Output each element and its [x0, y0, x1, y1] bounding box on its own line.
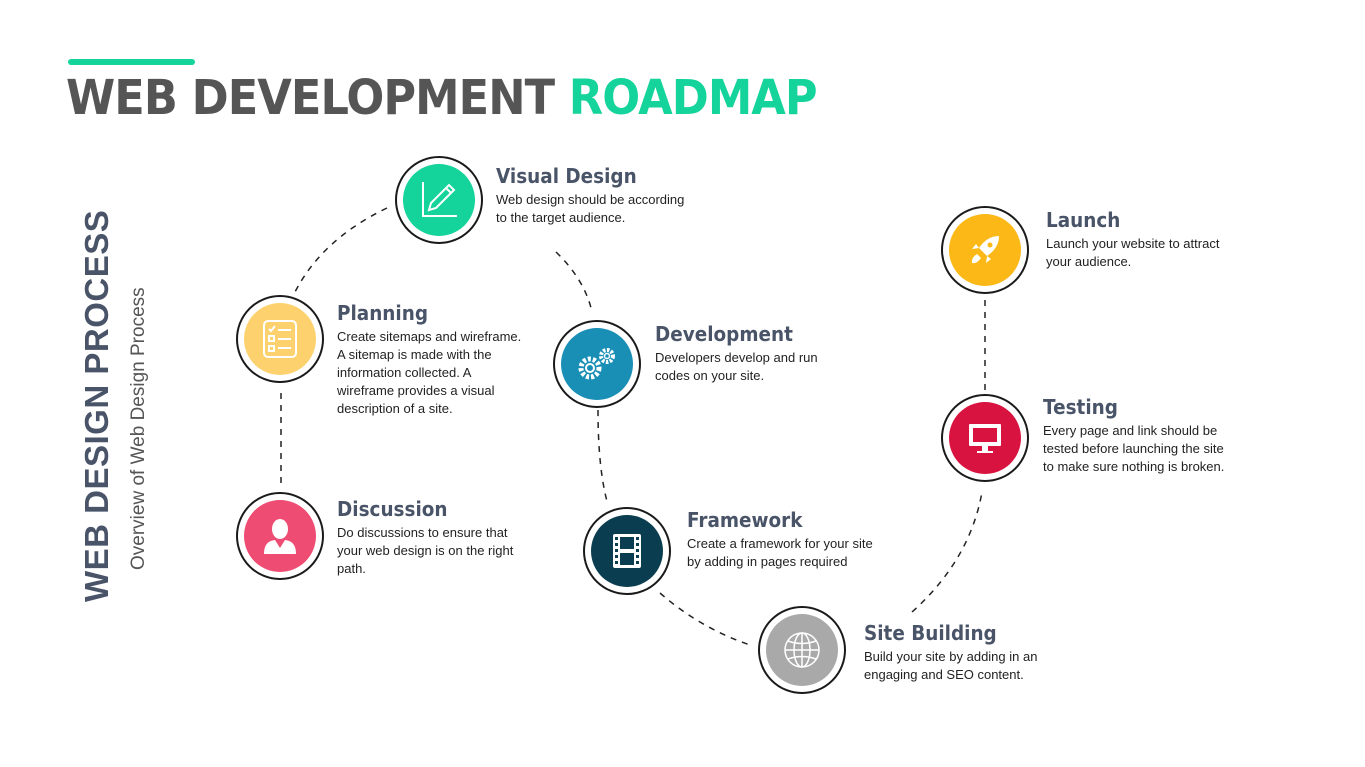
- step-node-launch: [941, 206, 1029, 294]
- step-planning: Planning Create sitemaps and wireframe. …: [337, 302, 521, 418]
- step-node-visual-design: [395, 156, 483, 244]
- step-description: Create a framework for your site by addi…: [687, 536, 873, 569]
- title-part-2: ROADMAP: [568, 70, 818, 126]
- step-testing: Testing Every page and link should be te…: [1043, 396, 1224, 476]
- step-description: Launch your website to attract your audi…: [1046, 236, 1220, 269]
- connector-framework-sitebuilding: [659, 592, 751, 646]
- step-title: Launch: [1046, 208, 1121, 232]
- step-node-development: [553, 320, 641, 408]
- step-title: Visual Design: [496, 164, 637, 188]
- step-launch: Launch Launch your website to attract yo…: [1046, 209, 1219, 271]
- step-title: Development: [655, 322, 793, 346]
- step-description: Do discussions to ensure that your web d…: [337, 525, 514, 576]
- step-title: Site Building: [864, 621, 997, 645]
- connector-sitebuilding-testing: [911, 491, 983, 613]
- step-node-site-building: [758, 606, 846, 694]
- step-description: Build your site by adding in an engaging…: [864, 649, 1038, 682]
- rocket-icon: [971, 236, 999, 264]
- connector-development-framework: [597, 409, 609, 506]
- pencil-chart-icon: [422, 182, 457, 217]
- step-description: Web design should be according to the ta…: [496, 192, 685, 225]
- step-description: Create sitemaps and wireframe. A sitemap…: [337, 329, 522, 416]
- step-discussion: Discussion Do discussions to ensure that…: [337, 498, 513, 578]
- page-title: WEB DEVELOPMENT ROADMAP: [66, 70, 818, 126]
- monitor-icon: [969, 424, 1001, 453]
- step-title: Framework: [687, 508, 803, 532]
- step-description: Every page and link should be tested bef…: [1043, 423, 1225, 474]
- step-framework: Framework Create a framework for your si…: [687, 509, 873, 571]
- film-icon: [613, 534, 641, 568]
- person-icon: [264, 519, 296, 554]
- step-title: Discussion: [337, 497, 448, 521]
- step-development: Development Developers develop and run c…: [655, 323, 818, 385]
- step-site-building: Site Building Build your site by adding …: [864, 622, 1037, 684]
- step-node-framework: [583, 507, 671, 595]
- step-node-discussion: [236, 492, 324, 580]
- step-visual-design: Visual Design Web design should be accor…: [496, 165, 684, 227]
- step-title: Testing: [1043, 395, 1118, 419]
- accent-bar: [68, 59, 195, 65]
- globe-icon: [784, 632, 820, 668]
- connector-visual-planning: [292, 207, 388, 297]
- checklist-icon: [263, 320, 297, 358]
- step-node-testing: [941, 394, 1029, 482]
- gears-icon: [578, 348, 615, 380]
- connector-visual-development: [555, 251, 593, 313]
- step-title: Planning: [337, 301, 428, 325]
- step-description: Developers develop and run codes on your…: [655, 350, 818, 383]
- step-node-planning: [236, 295, 324, 383]
- title-part-1: WEB DEVELOPMENT: [66, 70, 555, 126]
